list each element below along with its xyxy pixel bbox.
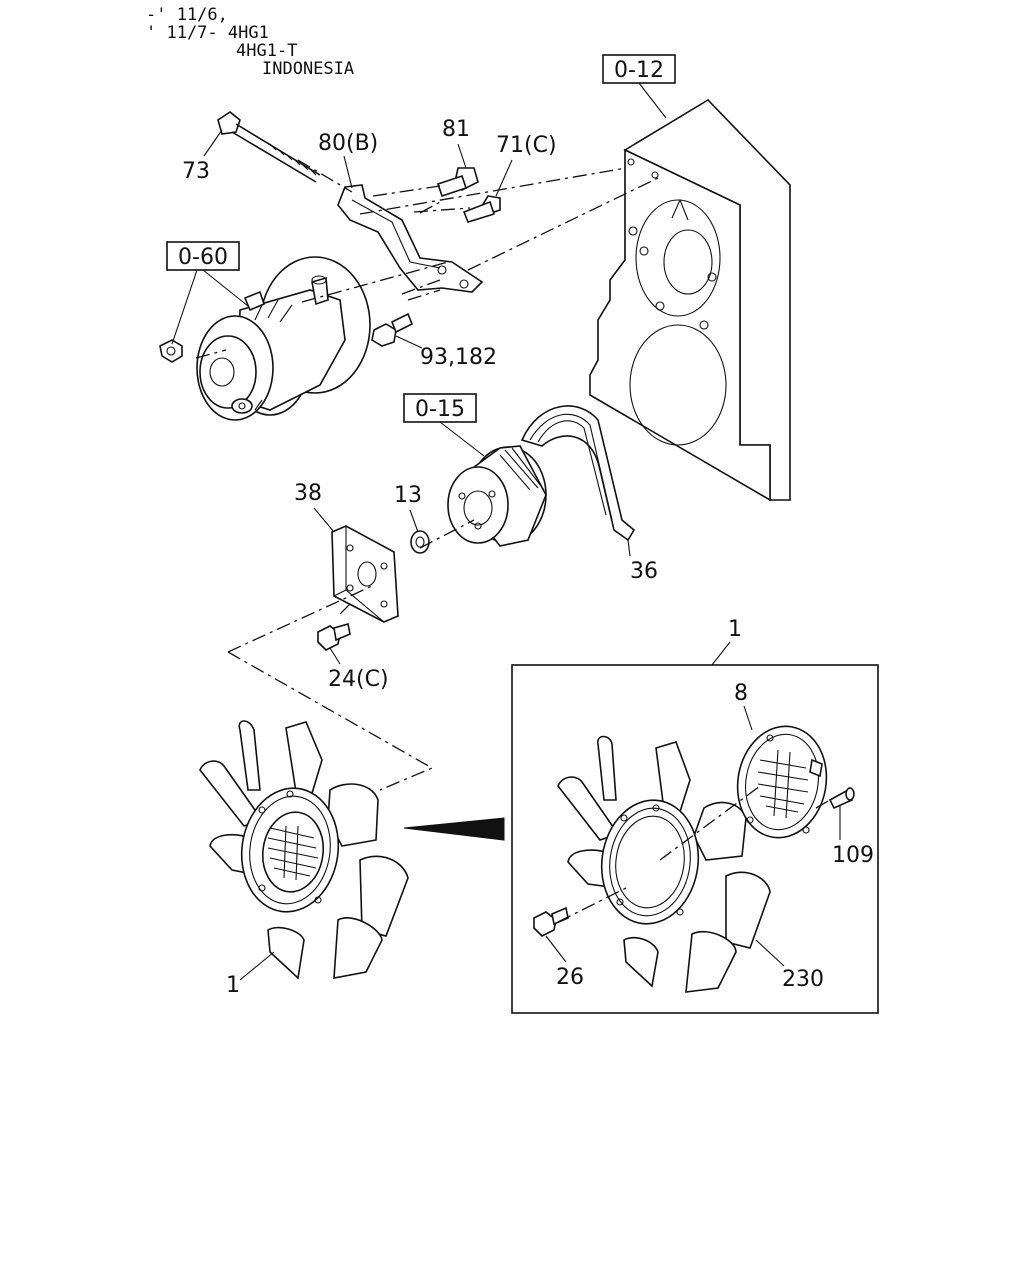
svg-text:0-60: 0-60: [178, 245, 228, 270]
ref-leader-0-60: [171, 269, 249, 345]
leader-36: [627, 539, 631, 557]
stud-109: [828, 787, 855, 810]
alternator: [159, 256, 371, 421]
assembly-center-lines: [195, 159, 659, 791]
header-line-4: INDONESIA: [262, 59, 354, 79]
detail-center-line-26: [557, 887, 627, 923]
ref-box-0-12: 0-12: [602, 54, 676, 84]
callout-36: 36: [630, 559, 658, 584]
bolt-93-182: [371, 312, 414, 347]
callout-8: 8: [734, 681, 748, 706]
leader-26: [545, 935, 567, 963]
callout-1-detail: 1: [728, 617, 742, 642]
header-line-3: 4HG1-T: [236, 41, 297, 61]
bolt-24c: [317, 622, 351, 651]
cooling-fan-assembly: [199, 720, 409, 980]
fan-pulley: [447, 445, 547, 547]
header-line-1: -' 11/6,: [146, 5, 228, 25]
callout-38: 38: [294, 481, 322, 506]
svg-text:0-12: 0-12: [614, 58, 664, 83]
bracket-80b: [337, 184, 484, 293]
leader-71c: [495, 159, 513, 197]
ref-box-0-15: 0-15: [403, 393, 477, 423]
spacer-plate-38: [331, 525, 399, 623]
ref-leader-0-15: [439, 421, 485, 457]
leader-24c: [329, 647, 341, 665]
fan-blade-230: [557, 735, 771, 993]
callout-26: 26: [556, 965, 584, 990]
bolt-73: [217, 111, 321, 183]
fan-clutch-8: [736, 725, 828, 839]
detail-center-line-8: [659, 785, 761, 861]
callout-13: 13: [394, 483, 422, 508]
svg-text:0-15: 0-15: [415, 397, 465, 422]
callout-81: 81: [442, 117, 470, 142]
leader-13: [409, 509, 419, 533]
ref-box-0-60: 0-60: [166, 241, 240, 271]
leader-1-detail: [711, 641, 731, 666]
leader-93-182: [395, 335, 423, 349]
bolt-81: [436, 167, 479, 198]
leader-8: [743, 705, 753, 731]
leader-81: [457, 143, 467, 169]
leader-1-fan: [239, 951, 275, 981]
bolt-71c: [462, 195, 501, 223]
leader-73: [203, 129, 223, 157]
detail-center-line-109: [815, 799, 831, 809]
washer-13: [410, 530, 430, 554]
callout-24c: 24(C): [328, 667, 389, 692]
callout-93-182: 93,182: [420, 345, 497, 370]
callout-230: 230: [782, 967, 824, 992]
leader-230: [755, 939, 785, 967]
callout-80b: 80(B): [318, 131, 378, 156]
detail-pointer-arrow: [403, 817, 505, 841]
callout-109: 109: [832, 843, 874, 868]
v-belt-36: [520, 405, 636, 542]
header-line-2: ' 11/7- 4HG1: [146, 23, 269, 43]
engine-front-cover: [589, 98, 791, 502]
callout-71c: 71(C): [496, 133, 557, 158]
callout-73: 73: [182, 159, 210, 184]
leader-80b: [343, 155, 353, 189]
ref-leader-0-12: [638, 82, 667, 119]
leader-38: [313, 507, 335, 533]
callout-1-fan: 1: [226, 973, 240, 998]
bolt-26: [533, 906, 569, 937]
